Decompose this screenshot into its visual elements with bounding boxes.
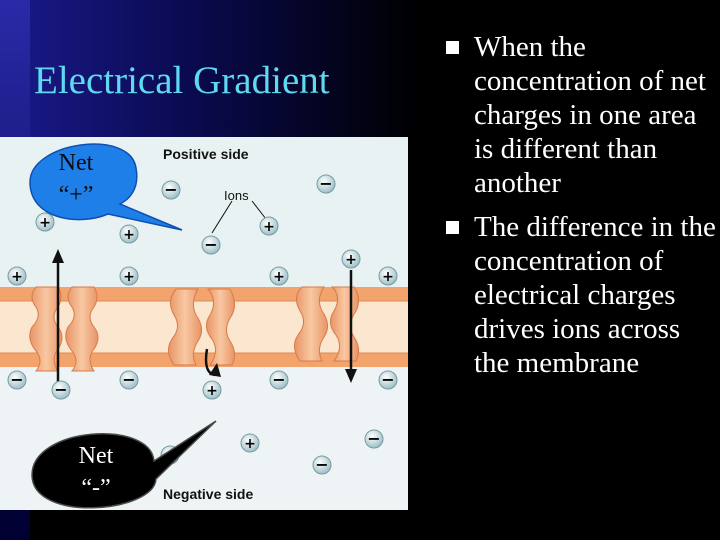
- net-negative-sign: “-”: [81, 475, 110, 501]
- svg-text:−: −: [164, 180, 177, 199]
- negative-ion: −: [312, 455, 332, 475]
- bullet-item: The difference in the concentration of e…: [444, 210, 720, 380]
- svg-text:+: +: [206, 383, 218, 399]
- ions-pointer: [211, 200, 267, 234]
- negative-ion: −: [269, 370, 289, 390]
- channel-protein-2: [65, 286, 99, 372]
- svg-text:−: −: [272, 370, 285, 389]
- negative-ion: −: [378, 370, 398, 390]
- positive-ion: +: [341, 249, 361, 269]
- svg-text:+: +: [263, 219, 275, 235]
- positive-ion: +: [240, 433, 260, 453]
- svg-text:−: −: [54, 380, 67, 399]
- svg-text:+: +: [382, 269, 394, 285]
- svg-text:−: −: [367, 429, 380, 448]
- svg-text:+: +: [11, 269, 23, 285]
- net-negative-word: Net: [79, 443, 114, 469]
- slide-title: Electrical Gradient: [34, 59, 330, 102]
- svg-text:−: −: [315, 455, 328, 474]
- positive-ion: +: [119, 266, 139, 286]
- svg-text:+: +: [273, 269, 285, 285]
- net-positive-callout: Net “+”: [29, 143, 183, 231]
- negative-ion: −: [7, 370, 27, 390]
- net-negative-callout: Net “-”: [31, 420, 217, 509]
- svg-text:+: +: [123, 269, 135, 285]
- net-positive-sign: “+”: [59, 182, 94, 208]
- svg-text:−: −: [122, 370, 135, 389]
- negative-ion: −: [316, 174, 336, 194]
- bullet-square-icon: [446, 41, 459, 54]
- svg-text:−: −: [10, 370, 23, 389]
- net-positive-word: Net: [59, 150, 94, 176]
- channel-protein-3: [168, 288, 236, 366]
- title-background: [0, 0, 420, 140]
- positive-ion: +: [119, 224, 139, 244]
- svg-text:+: +: [244, 436, 256, 452]
- svg-text:+: +: [39, 215, 51, 231]
- svg-text:+: +: [345, 252, 357, 268]
- positive-ion: +: [259, 216, 279, 236]
- positive-ion: +: [7, 266, 27, 286]
- bullet-square-icon: [446, 221, 459, 234]
- bullet-text: The difference in the concentration of e…: [474, 211, 716, 379]
- svg-text:−: −: [204, 235, 217, 254]
- bullet-item: When the concentration of net charges in…: [444, 30, 720, 200]
- svg-text:+: +: [123, 227, 135, 243]
- ions-label: Ions: [224, 188, 249, 203]
- positive-ions: + + + + + + + + + +: [7, 212, 398, 453]
- bullet-list: When the concentration of net charges in…: [444, 30, 720, 380]
- negative-side-label: Negative side: [163, 486, 253, 502]
- arrow-up: [52, 249, 64, 387]
- bullet-text: When the concentration of net charges in…: [474, 31, 706, 199]
- svg-text:−: −: [319, 174, 332, 193]
- negative-ion: −: [161, 180, 181, 200]
- negative-ion: −: [51, 380, 71, 400]
- positive-ion: +: [202, 380, 222, 400]
- negative-ion: −: [364, 429, 384, 449]
- positive-ion: +: [269, 266, 289, 286]
- negative-ion: −: [201, 235, 221, 255]
- arrow-through-channel: [204, 348, 221, 377]
- positive-ion: +: [378, 266, 398, 286]
- svg-text:−: −: [381, 370, 394, 389]
- arrow-down: [345, 270, 357, 383]
- positive-side-label: Positive side: [163, 146, 249, 162]
- positive-ion: +: [35, 212, 55, 232]
- negative-ion: −: [119, 370, 139, 390]
